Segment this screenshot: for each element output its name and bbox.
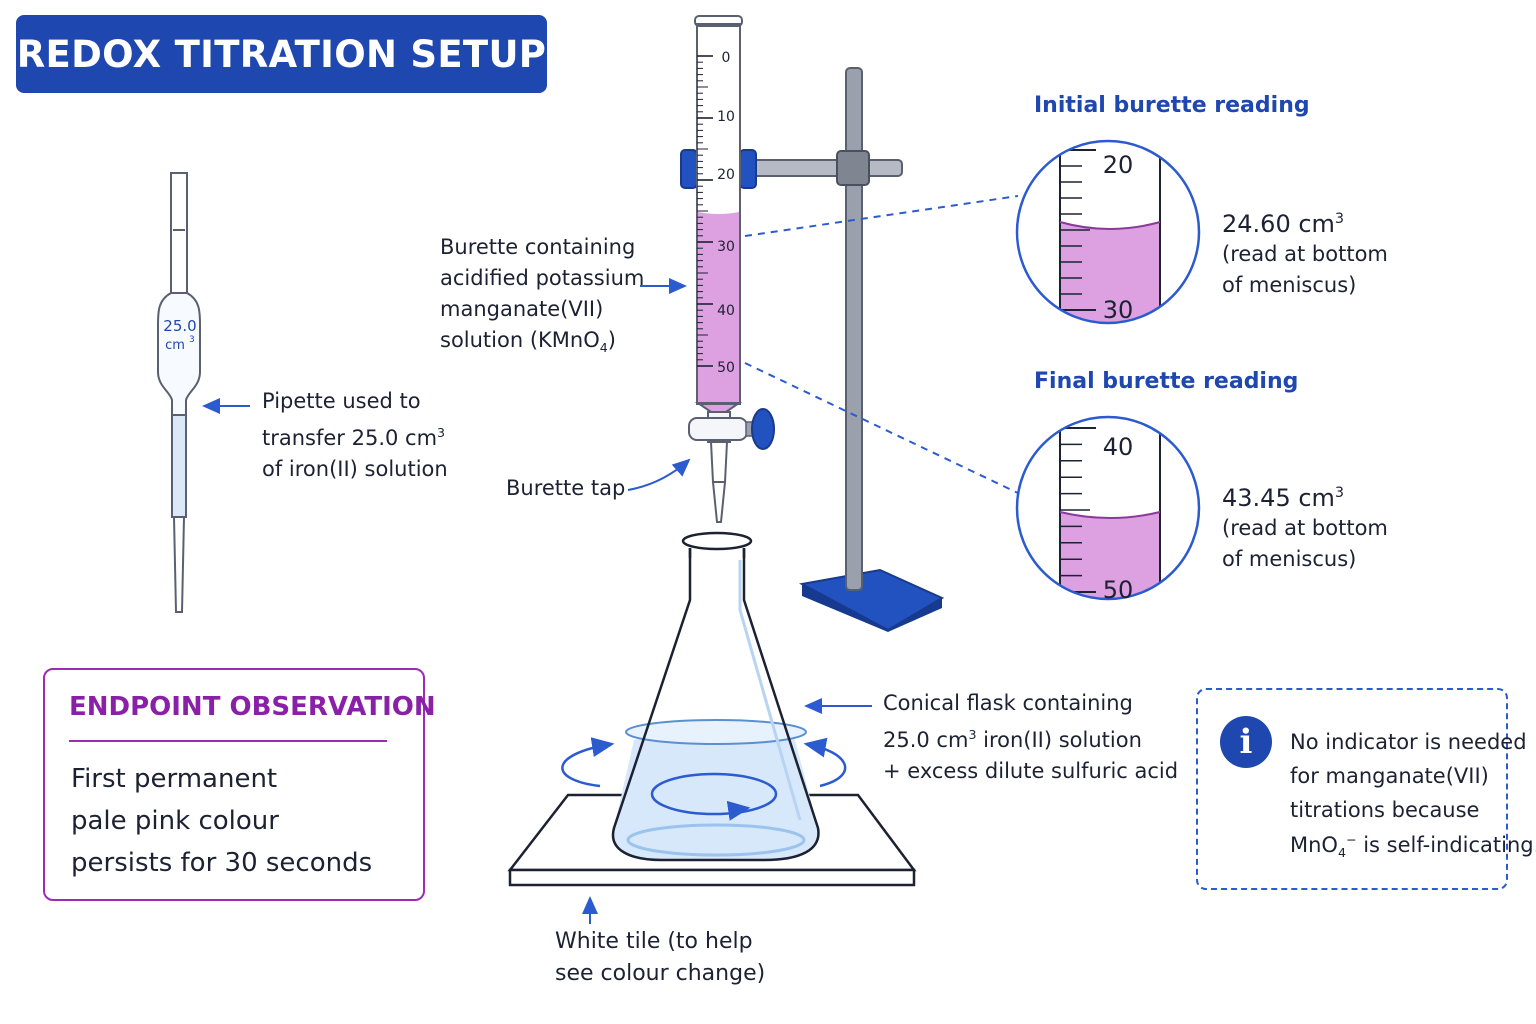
tile-label: White tile (to help see colour change) bbox=[555, 926, 765, 990]
flask-label-suffix: iron(II) solution bbox=[976, 728, 1142, 752]
flask-label-exponent: 3 bbox=[968, 727, 977, 742]
flask-label-line: Conical flask containing bbox=[883, 691, 1133, 715]
endpoint-divider bbox=[69, 740, 387, 742]
pipette-label: Pipette used to transfer 25.0 cm3 of iro… bbox=[262, 386, 448, 485]
burette-scale-label: 20 bbox=[717, 167, 735, 183]
final-scale-bottom: 50 bbox=[1103, 576, 1134, 604]
endpoint-line: persists for 30 seconds bbox=[71, 848, 373, 878]
endpoint-title: ENDPOINT OBSERVATION bbox=[69, 692, 436, 722]
burette-scale-label: 50 bbox=[717, 360, 735, 376]
burette-label-line: Burette containing bbox=[440, 235, 636, 259]
final-reading-value: 43.45 cm3 bbox=[1222, 478, 1344, 514]
note-line: No indicator is needed bbox=[1290, 730, 1527, 754]
final-reading-heading: Final burette reading bbox=[1034, 369, 1299, 394]
initial-reading-number: 24.60 cm bbox=[1222, 210, 1335, 238]
note-line: titrations because bbox=[1290, 798, 1480, 822]
note-formula-charge: − bbox=[1345, 832, 1357, 847]
initial-scale-top: 20 bbox=[1103, 151, 1134, 179]
conical-flask bbox=[611, 531, 820, 862]
pipette-label-exponent: 3 bbox=[437, 425, 446, 440]
initial-reading-heading: Initial burette reading bbox=[1034, 93, 1310, 118]
pipette-label-line: transfer 25.0 cm3 bbox=[262, 417, 448, 454]
burette-scale-label: 0 bbox=[722, 50, 731, 66]
burette-scale-label: 40 bbox=[717, 303, 735, 319]
info-icon: i bbox=[1220, 716, 1272, 768]
burette-label-suffix: ) bbox=[607, 328, 616, 352]
pipette-volume-unit: cm bbox=[165, 338, 185, 353]
flask-label-line: + excess dilute sulfuric acid bbox=[883, 759, 1179, 783]
retort-stand bbox=[680, 67, 945, 632]
tile-label-line: see colour change) bbox=[555, 961, 766, 986]
flask-label-line: 25.0 cm3 iron(II) solution bbox=[883, 719, 1178, 756]
burette-label-line: acidified potassium bbox=[440, 266, 645, 290]
burette-scale-label: 10 bbox=[717, 109, 735, 125]
final-scale-top: 40 bbox=[1103, 433, 1134, 461]
flask-label-text: 25.0 cm bbox=[883, 728, 969, 752]
note-formula: MnO bbox=[1290, 833, 1338, 857]
initial-reading-note-line: (read at bottom bbox=[1222, 242, 1388, 266]
pipette-label-line: of iron(II) solution bbox=[262, 457, 448, 481]
note-formula-subscript: 4 bbox=[1337, 845, 1346, 861]
pipette-label-line: Pipette used to bbox=[262, 389, 421, 413]
initial-reading-note-line: of meniscus) bbox=[1222, 273, 1357, 297]
tap-arrow bbox=[627, 458, 691, 491]
swirl-arrow-left bbox=[561, 737, 615, 788]
burette-tap bbox=[688, 408, 775, 523]
pipette-volume-exponent: 3 bbox=[189, 335, 195, 345]
endpoint-observation-box: ENDPOINT OBSERVATION First permanent pal… bbox=[43, 668, 436, 901]
indicator-note-box: i No indicator is needed for manganate(V… bbox=[1196, 688, 1536, 890]
note-line: for manganate(VII) bbox=[1290, 764, 1489, 788]
swirl-arrow-right bbox=[803, 737, 847, 788]
burette-label-line: solution (KMnO4) bbox=[440, 325, 644, 363]
final-reading-note: (read at bottom of meniscus) bbox=[1222, 513, 1388, 575]
tile-label-line: White tile (to help bbox=[555, 929, 753, 954]
burette-label-text: solution (KMnO bbox=[440, 328, 600, 352]
burette-label-subscript: 4 bbox=[599, 340, 608, 356]
burette-label-line: manganate(VII) bbox=[440, 297, 604, 321]
note-line-suffix: is self-indicating. bbox=[1356, 833, 1536, 857]
note-line: MnO4− is self-indicating. bbox=[1290, 832, 1536, 860]
connector-initial bbox=[744, 195, 1019, 237]
initial-reading-value: 24.60 cm3 bbox=[1222, 204, 1344, 240]
connector-final bbox=[744, 362, 1021, 495]
burette-tap-label: Burette tap bbox=[506, 476, 626, 500]
page-title: REDOX TITRATION SETUP bbox=[16, 15, 547, 93]
final-reading-exponent: 3 bbox=[1334, 485, 1345, 501]
endpoint-line: First permanent bbox=[71, 764, 278, 794]
pipette-label-text: transfer 25.0 cm bbox=[262, 426, 438, 450]
burette: 0 10 20 30 40 50 bbox=[694, 15, 743, 413]
pipette: 25.0 cm 3 bbox=[157, 172, 201, 613]
final-reading-note-line: of meniscus) bbox=[1222, 547, 1357, 571]
initial-scale-bottom: 30 bbox=[1103, 296, 1134, 324]
endpoint-line: pale pink colour bbox=[71, 806, 279, 836]
burette-scale-label: 30 bbox=[717, 239, 735, 255]
final-reading-note-line: (read at bottom bbox=[1222, 516, 1388, 540]
pipette-volume-text: 25.0 bbox=[163, 317, 196, 335]
initial-reading-exponent: 3 bbox=[1334, 211, 1345, 227]
initial-reading-magnifier: 20 30 bbox=[1015, 139, 1201, 325]
final-reading-number: 43.45 cm bbox=[1222, 484, 1335, 512]
final-reading-magnifier: 40 50 bbox=[1015, 415, 1201, 604]
burette-label: Burette containing acidified potassium m… bbox=[440, 232, 644, 363]
flask-label: Conical flask containing 25.0 cm3 iron(I… bbox=[883, 688, 1178, 787]
initial-reading-note: (read at bottom of meniscus) bbox=[1222, 239, 1388, 301]
